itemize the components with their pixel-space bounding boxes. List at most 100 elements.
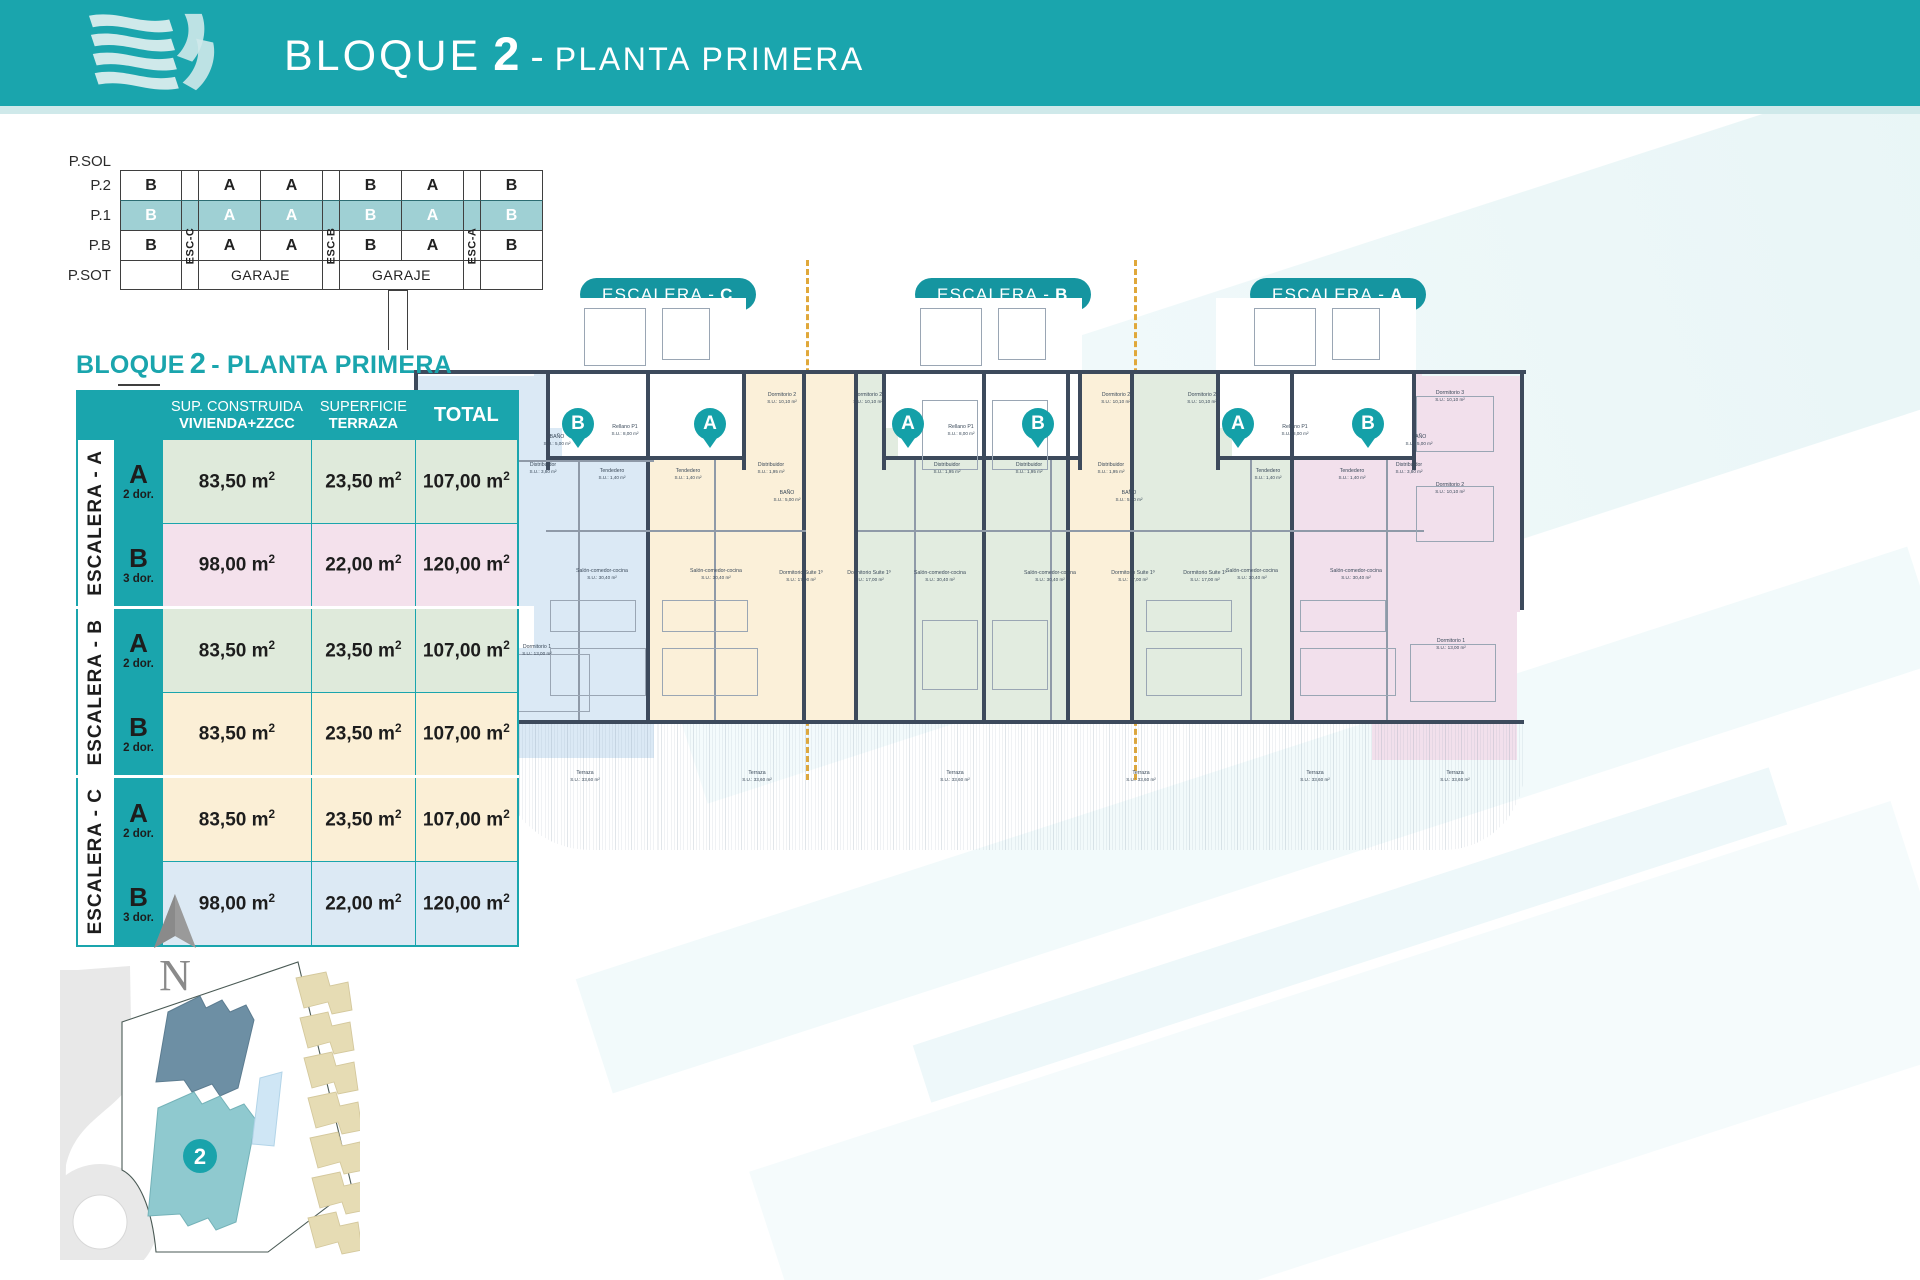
room-label-suite-3: Dormitorio Suite 1º S.U.: 17,00 m² (1090, 570, 1176, 583)
cell-total: 107,00 m2 (414, 439, 519, 524)
wall-div-7 (1290, 370, 1294, 722)
room-name: Tendedero (599, 468, 625, 474)
val-terraza: 22,00 m (325, 554, 395, 576)
wall-core-b-r (1078, 370, 1082, 470)
terrace-c-a (658, 720, 858, 850)
apartment-marker-b[interactable]: B (1352, 408, 1384, 440)
val-construida: 83,50 m (198, 723, 269, 745)
room-name: Distribuidor (1015, 462, 1043, 468)
garaje-left: GARAJE (199, 260, 323, 290)
level-label-p2: P.2 (90, 176, 111, 194)
room-name: Dormitorio Suite 1º (1183, 570, 1227, 576)
val-construida: 83,50 m (198, 471, 269, 493)
room-name: Salón-comedor-cocina (576, 568, 628, 574)
room-label-tendedero-2: Tendedero S.U.: 1,40 m² (658, 468, 718, 481)
type-letter: B (129, 881, 148, 912)
room-name: Dormitorio 2 (767, 392, 797, 398)
room-label-suite-2: Dormitorio Suite 1º S.U.: 17,00 m² (826, 570, 912, 583)
room-area: S.U.: 33,60 m² (570, 777, 600, 783)
wall-rellano-a (1216, 456, 1416, 460)
lv-p2-c0: B (120, 170, 182, 200)
levels-row-psol: P.SOL (69, 148, 543, 170)
room-area: S.U.: 1,95 m² (757, 469, 785, 475)
room-name: Dormitorio 2 (853, 392, 883, 398)
partition-4 (858, 530, 986, 532)
room-area: S.U.: 8,00 m² (947, 431, 975, 437)
room-label-rellano-c: Rellano P1 S.U.: 8,00 m² (588, 424, 662, 437)
north-arrow: N (140, 890, 210, 1005)
svg-text:N: N (159, 951, 191, 1000)
room-area: S.U.: 30,40 m² (1237, 575, 1267, 581)
room-area: S.U.: 8,00 m² (1281, 431, 1309, 437)
cell-terraza: 22,00 m2 (310, 522, 416, 609)
terrace-label-c-b: Terraza S.U.: 33,60 m² (550, 770, 620, 783)
group-label-escalera-c: ESCALERA - C (76, 775, 115, 947)
cell-construida: 98,00 m2 (162, 861, 312, 947)
room-area: S.U.: 17,00 m² (854, 577, 884, 583)
room-name: BAÑO (1121, 490, 1137, 496)
room-label-distribuidor-b: Distribuidor S.U.: 1,95 m² (738, 462, 804, 475)
sup-2: 2 (268, 469, 276, 483)
group-label-escalera-a: ESCALERA - A (76, 439, 115, 609)
lv-p1-c6: A (402, 200, 464, 230)
partition-2 (546, 530, 654, 532)
lv-pb-c5: B (340, 230, 402, 260)
chimney-icon (388, 290, 408, 350)
terrace-a-a (1234, 720, 1394, 850)
lv-p2-c8: B (481, 170, 543, 200)
apartment-marker-a[interactable]: A (1222, 408, 1254, 440)
header-underline (0, 106, 1920, 114)
room-area: S.U.: 30,40 m² (925, 577, 955, 583)
wall-div-4 (982, 370, 986, 722)
val-construida: 98,00 m (198, 554, 269, 576)
terrace-label-b-a: Terraza S.U.: 33,60 m² (920, 770, 990, 783)
partition-3 (650, 530, 806, 532)
room-name: Tendedero (675, 468, 701, 474)
cell-construida: 83,50 m2 (162, 775, 312, 863)
apartment-marker-b[interactable]: B (562, 408, 594, 440)
lv-sot-esc-c (182, 260, 199, 290)
stair-run-icon (1254, 308, 1316, 366)
lv-p2-esc-a (464, 170, 481, 200)
val-construida: 98,00 m (198, 893, 269, 915)
apartment-marker-a[interactable]: A (694, 408, 726, 440)
lv-p1-c2: A (199, 200, 261, 230)
terrace-label-a-b: Terraza S.U.: 33,60 m² (1420, 770, 1490, 783)
type-cell-a3: A 2 dor. (114, 775, 163, 863)
room-area: S.U.: 5,00 m² (1405, 441, 1433, 447)
partition-9 (1050, 460, 1052, 720)
room-area: S.U.: 3,80 m² (1395, 469, 1423, 475)
room-area: S.U.: 33,60 m² (1300, 777, 1330, 783)
lv-pb-c8: B (481, 230, 543, 260)
table-row: ESCALERA - C A 2 dor. 83,50 m2 23,50 m2 … (76, 775, 519, 947)
terrace-label-a-a: Terraza S.U.: 33,60 m² (1280, 770, 1350, 783)
garaje-right: GARAJE (340, 260, 464, 290)
wall-top (414, 370, 1526, 374)
cell-total: 107,00 m2 (414, 691, 519, 778)
type-cell-a2: A 2 dor. (114, 606, 163, 693)
room-name: Distribuidor (1097, 462, 1125, 468)
levels-row-psot: P.SOT GARAJE GARAJE (68, 260, 543, 290)
room-label-dormitorio-2-e: Dormitorio 2 S.U.: 10,10 m² (1162, 392, 1242, 405)
terrace-b-b (1058, 720, 1234, 850)
th-construida-l2: VIVIENDA+ZZCC (179, 415, 295, 432)
room-name: Terraza (1132, 770, 1150, 776)
cell-total: 120,00 m2 (414, 522, 519, 609)
surface-table: SUP. CONSTRUIDA VIVIENDA+ZZCC SUPERFICIE… (76, 390, 519, 947)
apartment-marker-a[interactable]: A (892, 408, 924, 440)
val-total: 120,00 m (422, 554, 504, 576)
room-label-distribuidor-d: Distribuidor S.U.: 1,95 m² (996, 462, 1062, 475)
room-area: S.U.: 33,60 m² (1126, 777, 1156, 783)
room-label-distribuidor: Distribuidor S.U.: 3,80 m² (510, 462, 576, 475)
wall-div-6 (1130, 370, 1134, 722)
table-row: B 3 dor. 98,00 m2 22,00 m2 120,00 m2 (77, 861, 519, 947)
partition-7 (1294, 530, 1424, 532)
wave-logo (78, 10, 228, 96)
bed-icon (922, 620, 978, 690)
apartment-marker-b[interactable]: B (1022, 408, 1054, 440)
room-name: Dormitorio 1 (1436, 638, 1466, 644)
surface-table-title: BLOQUE 2 - PLANTA PRIMERA (76, 348, 519, 381)
lv-p2-c2: A (199, 170, 261, 200)
table-row: ESCALERA - A A 2 dor. 83,50 m2 23,50 m2 … (76, 439, 519, 609)
lv-p1-c8: B (481, 200, 543, 230)
